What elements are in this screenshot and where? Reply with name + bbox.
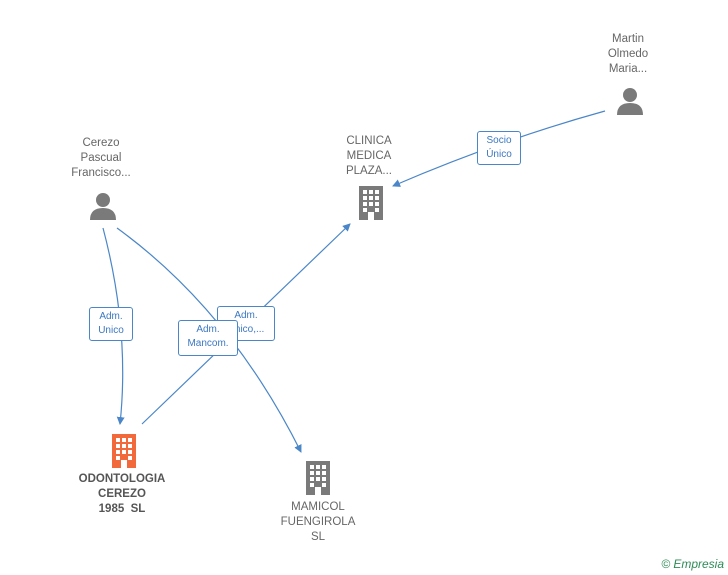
brand-logo: ©Empresia (661, 557, 724, 571)
edge-label-adm-unico[interactable]: Adm. Unico (89, 307, 133, 341)
node-label-martin: Martin Olmedo Maria... (607, 33, 649, 75)
node-label-clinica: CLINICA MEDICA PLAZA... (345, 135, 393, 177)
building-icon[interactable] (302, 459, 334, 495)
node-label-odontologia: ODONTOLOGIA CEREZO 1985 SL (78, 473, 166, 515)
building-icon[interactable] (108, 432, 140, 468)
person-icon[interactable] (615, 86, 645, 116)
node-label-mamicol: MAMICOL FUENGIROLA SL (280, 501, 356, 543)
edge-label-adm-mancom[interactable]: Adm. Mancom. (178, 320, 238, 356)
node-label-cerezo: Cerezo Pascual Francisco... (71, 137, 131, 179)
edge-label-socio-unico[interactable]: Socio Único (477, 131, 521, 165)
building-icon[interactable] (355, 184, 387, 220)
person-icon[interactable] (88, 191, 118, 221)
